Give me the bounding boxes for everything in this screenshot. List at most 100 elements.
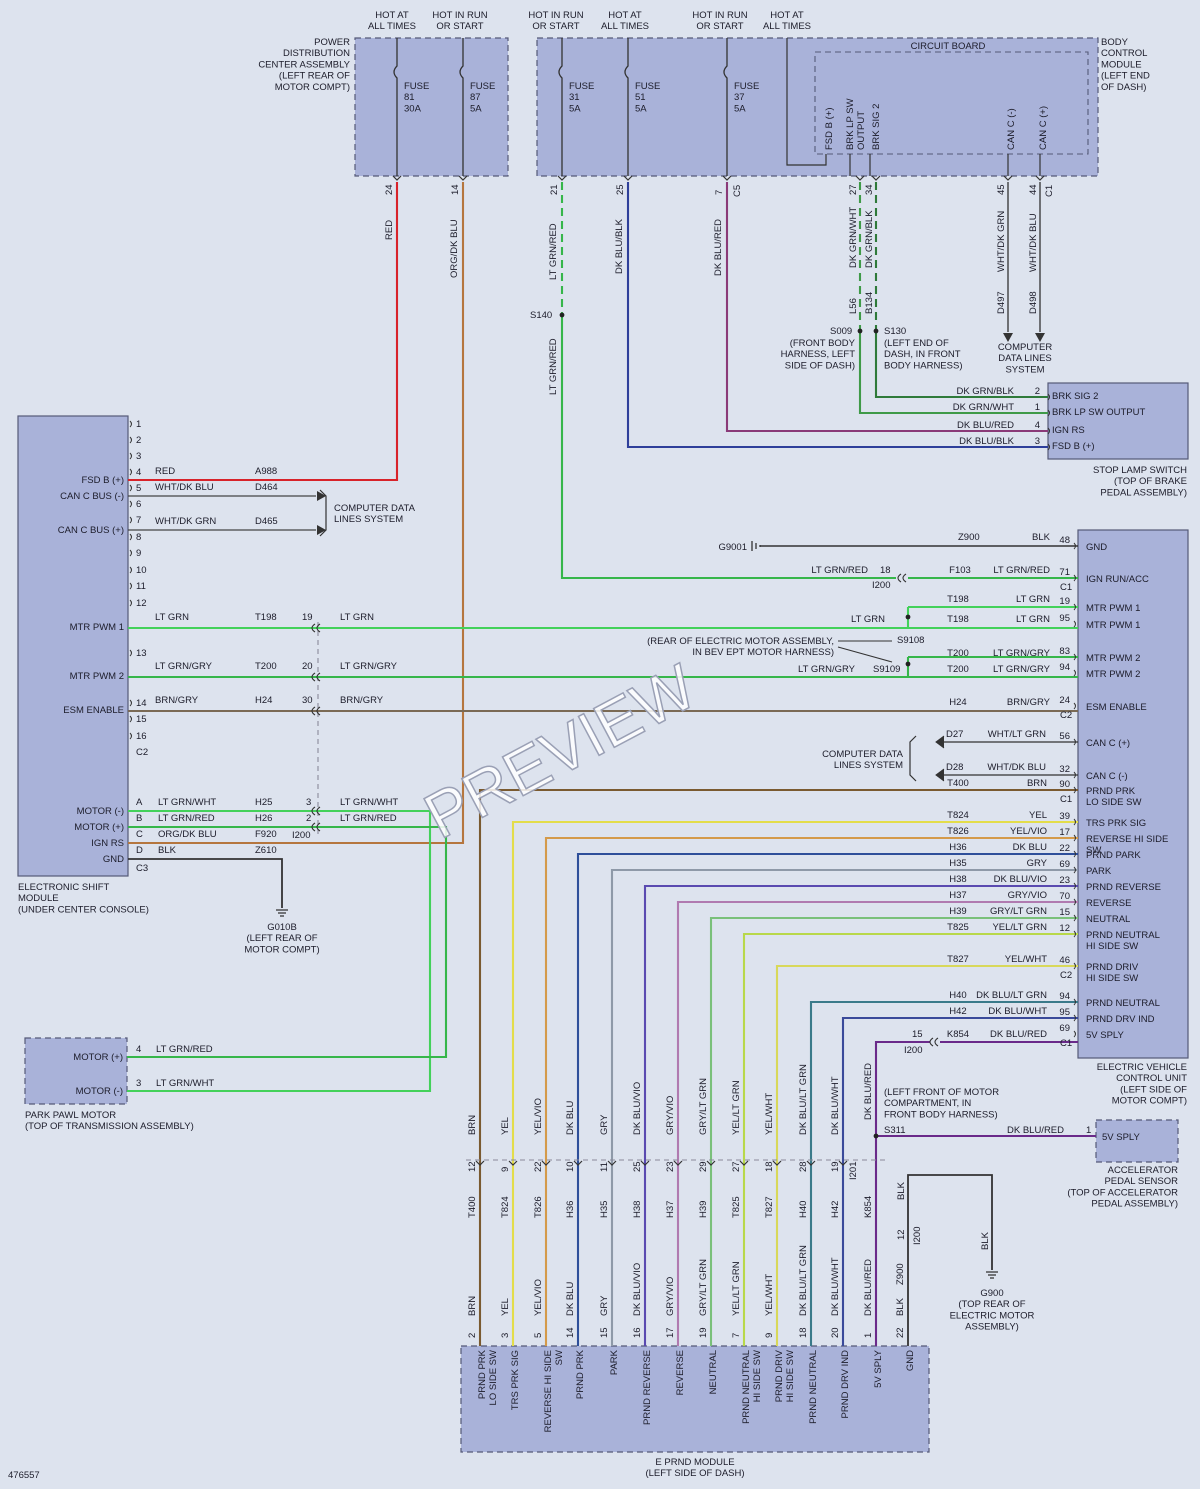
connector-icon <box>392 175 402 181</box>
esm-pin-name: MTR PWM 1 <box>70 622 124 633</box>
conn-label: I200 <box>912 1227 923 1246</box>
pin-icon <box>129 566 132 574</box>
evcu-pin-name: IGN RUN/ACC <box>1086 574 1149 585</box>
pin-icon <box>1073 603 1076 611</box>
wire-label: LT GRN/GRY <box>155 661 213 672</box>
pin-label: 2 <box>136 435 141 446</box>
circuit-label: H37 <box>949 890 966 901</box>
circuit-label: H24 <box>949 697 966 708</box>
wire-yel <box>511 820 1078 1346</box>
pin-icon <box>1047 443 1050 451</box>
eprnd-box <box>460 1345 930 1453</box>
pin-label: 23 <box>1059 875 1070 886</box>
wire-dk-grn-wht <box>858 330 1048 415</box>
conn-label: I200 <box>904 1045 923 1056</box>
circuit-label: H39 <box>949 906 966 917</box>
pin-icon <box>129 420 132 428</box>
wire-lt-grn-wht <box>127 809 432 1093</box>
wire-blk <box>907 1174 993 1346</box>
wire-label: BRN/GRY <box>340 695 384 706</box>
pin-label: 15 <box>1059 907 1070 918</box>
eprnd-pin-name: GND <box>905 1350 916 1371</box>
pin-label: 70 <box>1059 891 1070 902</box>
wire-label: GRY/VIO <box>665 1277 676 1316</box>
wire-label: YEL <box>1029 810 1047 821</box>
pin-label: 1 <box>1086 1125 1091 1136</box>
pin-icon <box>129 484 132 492</box>
pin-icon <box>1073 818 1076 826</box>
connector-icon <box>897 573 907 583</box>
evcu-pin-name: REVERSE <box>1086 898 1131 909</box>
wire-label: LT GRN <box>1016 594 1050 605</box>
connector-icon <box>607 1160 617 1166</box>
connector-icon <box>929 1037 939 1047</box>
conn-label: C1 <box>1044 185 1055 197</box>
evcu-pin-name: PRND DRV IND <box>1086 1014 1155 1025</box>
ground-icon <box>986 1271 998 1279</box>
pin-icon <box>1073 738 1076 746</box>
esm-pin-name: FSD B (+) <box>82 475 125 486</box>
evcu-pin-name: MTR PWM 1 <box>1086 620 1140 631</box>
wire-dk-blu-lt-grn <box>809 1000 1078 1346</box>
aps-box <box>1095 1119 1179 1163</box>
circuit-label: H36 <box>949 842 966 853</box>
circuit-label: H39 <box>698 1201 709 1218</box>
connector-icon <box>722 175 732 181</box>
pin-icon <box>129 699 132 707</box>
pin-label: 4 <box>1035 420 1040 431</box>
pin-label: 30 <box>302 695 313 706</box>
wire-label: DK BLU/RED <box>957 420 1014 431</box>
wire-label: BLK <box>980 1231 991 1250</box>
pin-label: 27 <box>731 1161 742 1172</box>
pin-label: 14 <box>450 184 461 195</box>
pin-icon <box>1073 574 1076 582</box>
wire-label: DK BLU/VIO <box>632 1263 643 1316</box>
pin-icon <box>1073 898 1076 906</box>
pin-label: 19 <box>830 1161 841 1172</box>
circuit-label: H26 <box>255 813 272 824</box>
wire-label: LT GRN/RED <box>548 338 559 395</box>
connector-icon <box>573 1160 583 1166</box>
wire-label: LT GRN/GRY <box>798 664 856 675</box>
connector-icon <box>772 1160 782 1166</box>
ground-label: G9001 <box>718 542 747 553</box>
wire-label: BLK <box>895 1297 906 1316</box>
eprnd-pin-name: PRND PRKLO SIDE SW <box>477 1349 499 1405</box>
circuit-label: H42 <box>830 1201 841 1218</box>
wire-label: YEL/LT GRN <box>731 1261 742 1316</box>
wire-label: DK BLU/LT GRN <box>976 990 1047 1001</box>
wire-label: DK BLU/LT GRN <box>798 1245 809 1316</box>
splice-dot <box>905 614 911 620</box>
pin-icon <box>1073 702 1076 710</box>
connector-icon <box>855 175 865 181</box>
evcu-pin-name: CAN C (-) <box>1086 771 1128 782</box>
pin-icon <box>129 599 132 607</box>
wire-label: WHT/DK GRN <box>155 516 216 527</box>
circuit-board-box <box>814 51 1089 155</box>
connector-icon <box>1003 175 1013 181</box>
pin-label: 18 <box>764 1161 775 1172</box>
pin-label: B <box>136 813 142 824</box>
wire-label: DK BLU <box>1013 842 1047 853</box>
wire-label: GRY <box>599 1295 610 1316</box>
esm-pin-name: GND <box>103 854 124 865</box>
pin-label: 90 <box>1059 779 1070 790</box>
pin-icon <box>1073 998 1076 1006</box>
connector-icon <box>806 1160 816 1166</box>
wire-label: LT GRN <box>851 614 885 625</box>
wire-label: DK BLU/RED <box>990 1029 1047 1040</box>
stop-lamp-pin-name: FSD B (+) <box>1052 441 1095 452</box>
wire-dk-blu-red <box>725 182 1048 433</box>
wire-label: RED <box>384 220 395 240</box>
evcu-pin-name: PRND REVERSE <box>1086 882 1161 893</box>
fuse-icon <box>723 38 728 176</box>
evcu-pin-name: 5V SPLY <box>1086 1030 1125 1041</box>
evcu-pin-name: GND <box>1086 542 1107 553</box>
esm-pin-name: IGN RS <box>91 838 124 849</box>
